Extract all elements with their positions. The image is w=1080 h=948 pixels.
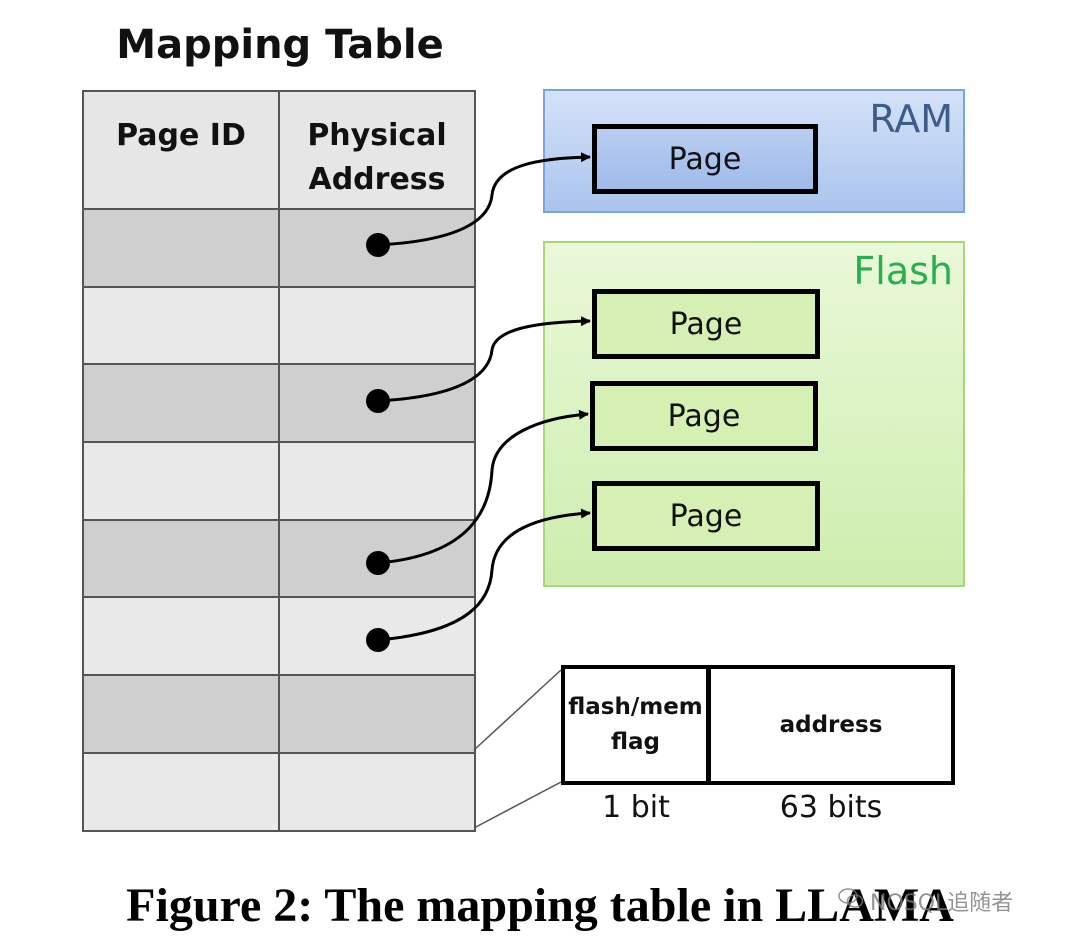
table-row [84, 365, 476, 444]
pointer-arrow-flash-1 [377, 316, 591, 403]
flash-page-box: Page [592, 481, 820, 551]
ram-page-box: Page [592, 124, 818, 194]
table-cell [280, 676, 476, 754]
table-cell [84, 753, 280, 832]
wechat-icon [838, 887, 864, 915]
flash-page-box: Page [590, 381, 818, 451]
header-page-id: Page ID [116, 118, 246, 153]
table-cell [84, 598, 280, 677]
watermark: NOSQL追随者 [838, 885, 1013, 917]
pointer-dot [366, 551, 390, 575]
table-cell [84, 210, 280, 288]
header-cell-page-id: Page ID [84, 92, 280, 210]
flash-page-box: Page [592, 289, 820, 359]
table-row [84, 210, 476, 288]
table-row [84, 676, 476, 754]
pointer-dot [366, 389, 390, 413]
table-cell [280, 753, 476, 832]
table-row [84, 753, 476, 832]
table-cell [84, 443, 280, 521]
table-row [84, 443, 476, 521]
table-cell [84, 287, 280, 366]
mapping-table-title: Mapping Table [116, 22, 444, 68]
table-cell [84, 365, 280, 444]
ram-label: RAM [869, 97, 953, 141]
zoom-line-top [473, 669, 562, 751]
zoom-line-bottom [473, 781, 562, 829]
table-cell [84, 520, 280, 599]
table-cell [84, 676, 280, 754]
table-cell [280, 287, 476, 366]
figure-caption: Figure 2: The mapping table in LLAMA [126, 879, 954, 932]
pointer-arrow-flash-2 [377, 409, 589, 565]
table-row [84, 287, 476, 366]
watermark-text: NOSQL追随者 [870, 891, 1014, 916]
flag-bits-label: 1 bit [602, 790, 670, 825]
pointer-dot [366, 233, 390, 257]
address-field: address [779, 712, 883, 738]
flash-label: Flash [853, 249, 953, 293]
pointer-dot [366, 628, 390, 652]
pointer-arrow-flash-3 [377, 508, 591, 642]
table-cell [280, 443, 476, 521]
pointer-arrow-ram [377, 152, 591, 247]
address-bits-label: 63 bits [779, 790, 883, 825]
